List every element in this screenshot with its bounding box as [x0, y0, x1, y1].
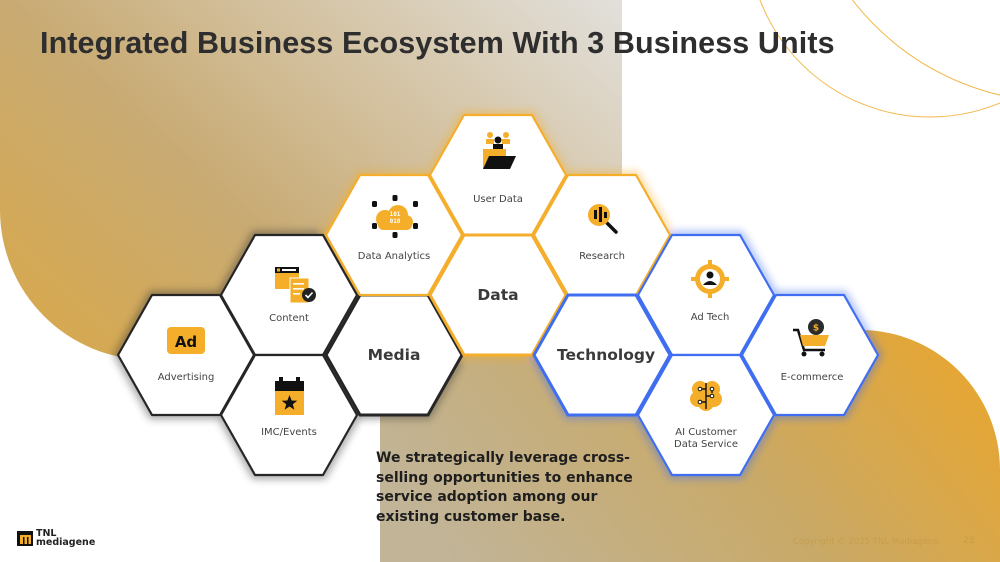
tnl-logo-icon [17, 530, 33, 546]
logo-text-line-2: mediagene [36, 537, 96, 548]
slide-title: Integrated Business Ecosystem With 3 Bus… [40, 26, 835, 60]
copyright-text: Copyright © 2025 TNL Mediagene [793, 537, 939, 547]
svg-text:101: 101 [390, 211, 401, 218]
hexagon-user-data[interactable]: User Data [428, 113, 568, 237]
business-unit-label-technology: Technology [557, 346, 655, 364]
hexagon-data[interactable]: Data [428, 233, 568, 357]
hexagon-label: Advertising [158, 372, 215, 383]
hexagon-ecommerce[interactable]: $ E-commerce [740, 293, 880, 417]
body-text-line: selling opportunities to enhance [376, 469, 633, 486]
hexagon-label: E-commerce [781, 372, 844, 383]
ai-brain-circuit-icon [690, 381, 722, 411]
hexagon-ai-customer-data-service[interactable]: AI Customer Data Service [636, 353, 776, 477]
body-text-line: service adoption among our [376, 489, 598, 505]
hexagon-label-line-2: Data Service [674, 439, 738, 450]
business-unit-label-data: Data [477, 286, 518, 304]
company-logo: TNL mediagene [17, 529, 95, 547]
hexagon-label: Data Analytics [358, 251, 430, 262]
ad-badge-icon: Ad [167, 327, 205, 354]
decorative-arc-inner [759, 0, 1000, 118]
hexagon-research[interactable]: Research [532, 173, 672, 297]
target-user-icon [691, 260, 729, 298]
hexagon-data-analytics[interactable]: 101 010 Data Analytics [324, 173, 464, 297]
business-unit-label-media: Media [368, 346, 421, 364]
hexagon-content[interactable]: Content [219, 233, 359, 357]
hexagon-media[interactable]: Media [324, 293, 464, 417]
hexagon-ad-tech[interactable]: Ad Tech [636, 233, 776, 357]
hexagon-label: Content [269, 313, 309, 324]
content-document-check-icon [275, 267, 316, 304]
svg-text:010: 010 [390, 218, 401, 225]
hexagon-imc-events[interactable]: IMC/Events [219, 353, 359, 477]
shopping-cart-dollar-icon: $ [793, 319, 829, 357]
svg-text:Ad: Ad [175, 333, 197, 351]
hexagon-label: User Data [473, 194, 523, 205]
slide-body-text: We strategically leverage cross- selling… [376, 449, 646, 527]
magnifier-chart-icon [588, 204, 618, 234]
hexagon-advertising[interactable]: Ad Advertising [116, 293, 256, 417]
page-number: 25 [963, 536, 975, 546]
users-folder-icon [483, 132, 516, 169]
hexagon-label: Research [579, 251, 625, 262]
logo-text-line-1: TNL [36, 528, 57, 539]
hexagon-label: IMC/Events [261, 427, 317, 438]
calendar-star-icon [275, 377, 304, 415]
hexagon-label-line-1: AI Customer [675, 427, 737, 438]
hexagon-technology[interactable]: Technology [532, 293, 672, 417]
hexagon-label: Ad Tech [691, 312, 730, 323]
svg-text:$: $ [813, 324, 819, 334]
cloud-database-icon: 101 010 [372, 195, 418, 238]
body-text-line: We strategically leverage cross- [376, 450, 630, 466]
body-text-line: existing customer base. [376, 508, 566, 525]
